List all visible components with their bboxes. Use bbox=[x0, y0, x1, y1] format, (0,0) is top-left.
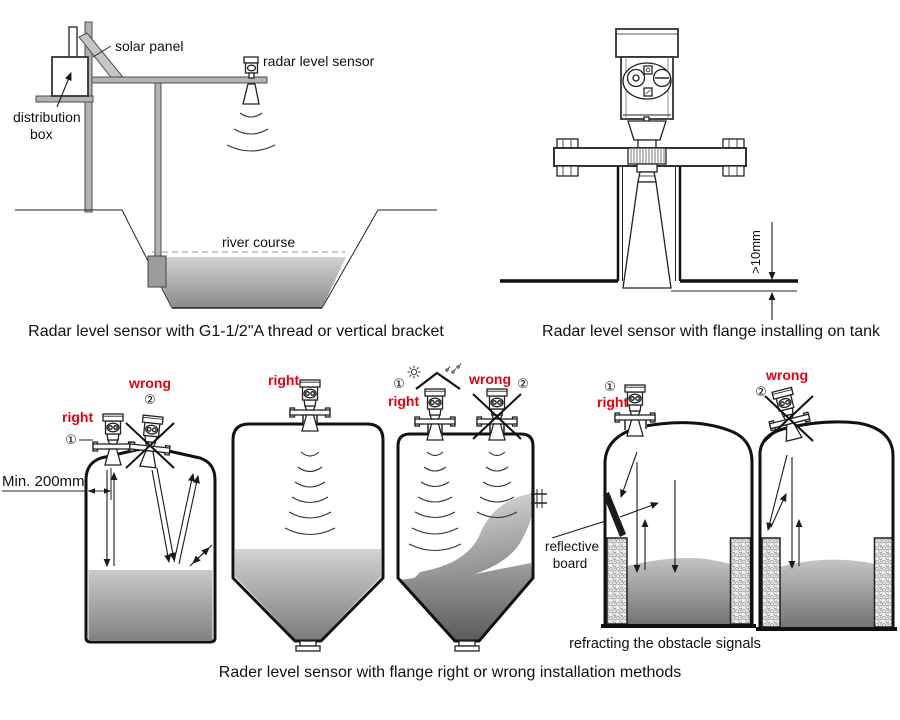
tank3-radar-waves-right bbox=[408, 451, 462, 552]
reflective-label-1: reflective bbox=[545, 539, 599, 554]
tank3-num2: ② bbox=[517, 376, 529, 391]
radar-sensor-label: radar level sensor bbox=[263, 53, 375, 69]
radar-sensor-flange-detail bbox=[615, 28, 679, 149]
reflective-label-2: board bbox=[553, 556, 588, 571]
tank3-outlet bbox=[454, 645, 480, 652]
tank3-sensor-wrong bbox=[476, 388, 518, 441]
tank4-right-label: right bbox=[597, 394, 628, 410]
tank1-wrong-label: wrong bbox=[128, 375, 171, 391]
caption-bracket-install: Radar level sensor with G1-1/2"A thread … bbox=[28, 323, 444, 340]
anchor-block bbox=[147, 255, 167, 288]
gap-dimension: >10mm bbox=[748, 222, 776, 320]
tank4-obstacle-right: ① right refracting the obstacle signals bbox=[569, 379, 761, 652]
tank2-radar-waves bbox=[284, 451, 336, 536]
tank1-num1: ① bbox=[65, 432, 77, 447]
tank2-right-label: right bbox=[268, 372, 299, 388]
tank3-wrong-label: wrong bbox=[468, 371, 511, 387]
tank3-num1: ① bbox=[393, 376, 405, 391]
tank3-material bbox=[399, 563, 532, 640]
tank4-obstacle-right bbox=[729, 537, 752, 625]
rain-icon bbox=[445, 363, 462, 374]
panel-mast bbox=[68, 26, 78, 61]
radar-sensor-on-beam bbox=[242, 56, 260, 105]
horizontal-beam bbox=[91, 76, 268, 84]
scene-flange-install: >10mm Radar level sensor with flange ins… bbox=[500, 28, 881, 340]
reflective-board-leader bbox=[551, 517, 613, 539]
distribution-box-arrow bbox=[56, 72, 72, 108]
bank-left bbox=[121, 209, 173, 309]
tank5-num2: ② bbox=[755, 384, 767, 399]
tank3-right-label: right bbox=[388, 393, 419, 409]
tank1-flat-bottom: right ① wrong ② Min. 200mm bbox=[2, 375, 217, 644]
thread-hatch bbox=[630, 149, 665, 163]
distribution-label-2: box bbox=[30, 126, 53, 142]
tank3-radar-waves-wrong bbox=[476, 451, 518, 519]
tank3-sensor-right bbox=[414, 388, 456, 441]
gap-label: >10mm bbox=[748, 230, 763, 274]
shelter-roof-icon bbox=[415, 371, 461, 390]
tank4-obstacle-left bbox=[606, 537, 628, 625]
reflective-board bbox=[603, 492, 626, 537]
tank4-liquid bbox=[627, 557, 730, 624]
tank5-wrong-label: wrong bbox=[765, 367, 808, 383]
tank5-liquid bbox=[780, 559, 875, 627]
solar-panel-icon bbox=[78, 32, 123, 82]
tank1-right-label: right bbox=[62, 409, 93, 425]
box-shelf bbox=[35, 95, 94, 103]
river-course-label: river course bbox=[222, 234, 295, 250]
tank1-num2: ② bbox=[144, 392, 156, 407]
solar-panel-label: solar panel bbox=[115, 38, 184, 54]
tank3-inlet-pipe bbox=[531, 489, 547, 508]
bank-right bbox=[321, 209, 379, 309]
tank1-signal-arrows bbox=[103, 467, 213, 568]
vertical-bracket-post bbox=[154, 82, 162, 258]
tank2-hopper-right: right bbox=[231, 372, 385, 652]
sun-icon bbox=[407, 365, 421, 379]
river-water bbox=[149, 257, 346, 308]
min-distance-label: Min. 200mm bbox=[2, 473, 85, 490]
caption-flange-install: Radar level sensor with flange installin… bbox=[542, 323, 881, 340]
reflective-board-callout: reflective board bbox=[545, 517, 613, 571]
tank3-inflow-stream bbox=[408, 493, 534, 585]
tank2-outlet bbox=[295, 645, 321, 652]
tank4-signal-arrows bbox=[619, 451, 679, 574]
tank5-obstacle-wrong: wrong ② bbox=[755, 367, 897, 631]
mounting-flange bbox=[553, 138, 747, 177]
distribution-label-1: distribution bbox=[13, 109, 81, 125]
solar-panel-leader bbox=[92, 45, 112, 58]
tank5-obstacle-left bbox=[761, 537, 781, 628]
scene-river-bracket-install: solar panel distribution box river cours… bbox=[13, 21, 444, 340]
tank5-obstacle-right bbox=[873, 537, 894, 628]
main-post bbox=[84, 21, 93, 213]
tank4-num1: ① bbox=[604, 379, 616, 394]
tank5-signal-arrows bbox=[766, 454, 803, 570]
radar-waves-beam bbox=[226, 112, 276, 152]
tank1-liquid bbox=[88, 570, 213, 640]
tank3-hopper-inflow: ① right wrong ② bbox=[388, 363, 547, 652]
horn-antenna bbox=[622, 171, 672, 289]
refracting-label: refracting the obstacle signals bbox=[569, 636, 761, 652]
caption-right-wrong-methods: Rader level sensor with flange right or … bbox=[219, 664, 681, 681]
tank2-material bbox=[235, 549, 381, 640]
